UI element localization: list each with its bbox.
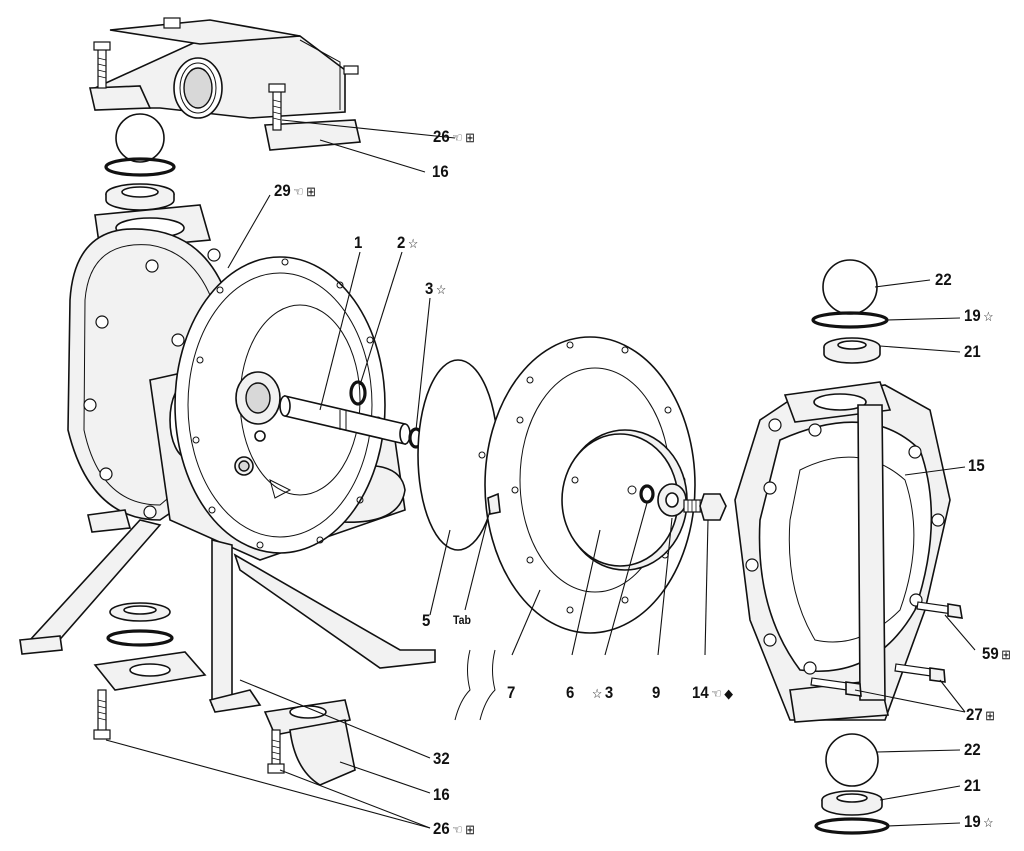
outer-plate-6: [561, 429, 688, 571]
bottom-right-ball: [825, 733, 879, 787]
callout-19-top: 19☆: [964, 307, 994, 326]
callout-19-bottom-number: 19: [964, 812, 981, 831]
top-manifold-bolts: [93, 17, 359, 131]
callout-59-number: 59: [982, 644, 999, 663]
bottom-right-o-ring: [814, 817, 890, 835]
grid-icon: ⊞: [1001, 647, 1011, 662]
bolt-27-lower: [810, 677, 862, 697]
bolt-59: [916, 601, 963, 619]
right-cover-bolts: [745, 418, 945, 675]
bottom-left-o-ring: [106, 629, 174, 647]
callout-5: 5: [422, 612, 430, 630]
callout-2-number: 2: [397, 233, 406, 252]
hand-icon: ☜: [452, 822, 463, 837]
callout-21-bottom: 21: [964, 777, 981, 795]
callout-2: 2☆: [397, 234, 418, 253]
top-right-o-ring: [811, 311, 889, 329]
callout-15-number: 15: [968, 456, 985, 475]
star-icon: ☆: [592, 686, 603, 701]
callout-7: 7: [507, 684, 515, 702]
leader-lines: [105, 119, 976, 829]
hand-icon: ☜: [293, 184, 304, 199]
callout-6-number: 6: [566, 683, 575, 702]
callout-tab: Tab: [453, 611, 471, 629]
callout-29: 29☜⊞: [274, 182, 316, 201]
top-left-ball: [115, 113, 165, 163]
break-line-left: [454, 649, 471, 721]
callout-22-top: 22: [935, 271, 952, 289]
grid-icon: ⊞: [306, 184, 316, 199]
callout-15: 15: [968, 457, 985, 475]
backup-diaphragm-5: [417, 359, 499, 551]
callout-3-top-number: 3: [425, 279, 434, 298]
top-right-ball: [822, 259, 878, 315]
grid-icon: ⊞: [465, 822, 475, 837]
callout-16-bottom-number: 16: [433, 785, 450, 804]
callout-1: 1: [354, 234, 362, 252]
bottom-left-seat: [109, 602, 171, 622]
hand-icon: ☜: [711, 686, 722, 701]
callout-16-top: 16: [432, 163, 449, 181]
callout-27: 27⊞: [966, 706, 995, 725]
callout-14-number: 14: [692, 683, 709, 702]
callout-26-top-number: 26: [433, 127, 450, 146]
callout-19-bottom: 19☆: [964, 813, 994, 832]
top-left-seat: [105, 183, 175, 211]
top-left-o-ring: [104, 157, 176, 177]
callout-14: 14☜◆: [692, 684, 733, 703]
star-icon: ☆: [407, 236, 419, 251]
bottom-manifold: [93, 651, 356, 786]
callout-3-bottom: ☆3: [592, 684, 613, 703]
callout-16-bottom: 16: [433, 786, 450, 804]
break-line-right: [479, 649, 496, 721]
bolt-14: [683, 493, 727, 521]
star-icon: ☆: [983, 815, 994, 830]
diamond-icon: ◆: [724, 686, 733, 701]
hand-icon: ☜: [452, 130, 463, 145]
callout-26-bottom: 26☜⊞: [433, 820, 475, 839]
callout-5-number: 5: [422, 611, 431, 630]
washer-9: [657, 483, 687, 517]
callout-3-bottom-number: 3: [604, 683, 614, 702]
callout-27-number: 27: [966, 705, 983, 724]
grid-icon: ⊞: [465, 130, 475, 145]
right-fluid-cover: [734, 381, 951, 723]
star-icon: ☆: [435, 282, 447, 297]
callout-tab-label: Tab: [453, 613, 471, 627]
plate-o-ring-3: [639, 484, 655, 504]
callout-7-number: 7: [507, 683, 516, 702]
diaphragm-5-hole: [478, 451, 486, 459]
callout-26-bottom-number: 26: [433, 819, 450, 838]
callout-29-number: 29: [274, 181, 291, 200]
callout-6: 6: [566, 684, 574, 702]
callout-1-number: 1: [354, 233, 363, 252]
callout-16-top-number: 16: [432, 162, 449, 181]
shaft-o-ring-2: [349, 380, 367, 406]
bolt-27-upper: [894, 663, 946, 683]
callout-19-top-number: 19: [964, 306, 981, 325]
callout-21-bottom-number: 21: [964, 776, 981, 795]
bottom-manifold-bolts: [93, 689, 285, 774]
callout-22-top-number: 22: [935, 270, 952, 289]
grid-icon: ⊞: [985, 708, 995, 723]
top-right-seat: [823, 337, 881, 364]
bottom-right-seat: [821, 790, 883, 816]
callout-9-number: 9: [652, 683, 661, 702]
callout-21-top-number: 21: [964, 342, 981, 361]
top-manifold: [89, 19, 361, 151]
star-icon: ☆: [983, 309, 994, 324]
callout-21-top: 21: [964, 343, 981, 361]
callout-32: 32: [433, 750, 450, 768]
callout-26-top: 26☜⊞: [433, 128, 475, 147]
callout-22-bottom-number: 22: [964, 740, 981, 759]
callout-3-top: 3☆: [425, 280, 446, 299]
callout-32-number: 32: [433, 749, 450, 768]
plate-hole: [627, 485, 637, 495]
callout-59: 59⊞: [982, 645, 1011, 664]
base-stand: [19, 519, 436, 713]
callout-22-bottom: 22: [964, 741, 981, 759]
callout-9: 9: [652, 684, 660, 702]
